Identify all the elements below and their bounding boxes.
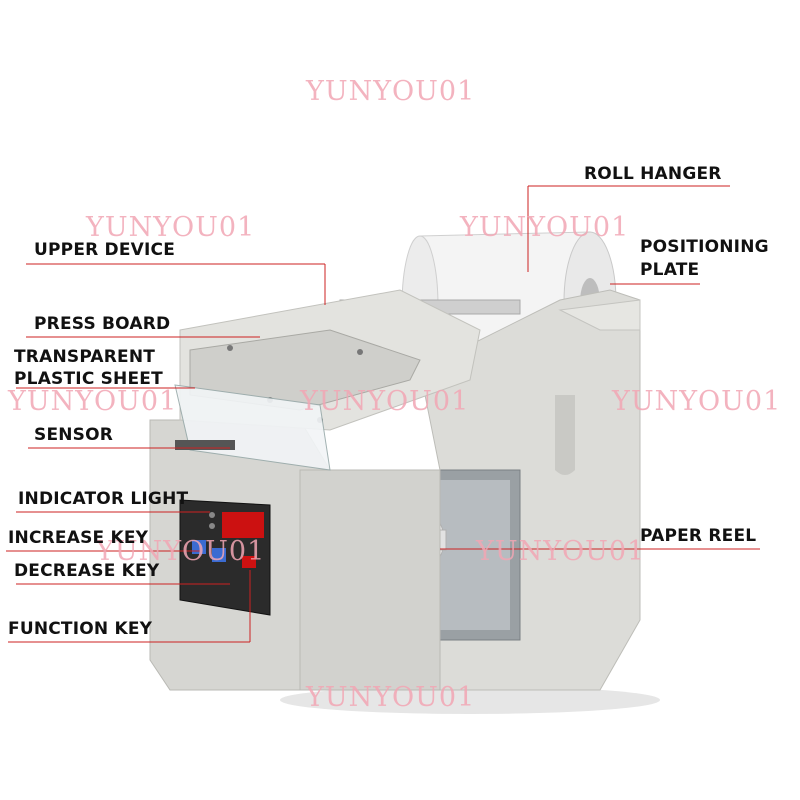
label-decrease-key: DECREASE KEY xyxy=(14,561,160,581)
label-positioning-plate-line2: PLATE xyxy=(640,260,700,280)
watermark: YUNYOU01 xyxy=(460,212,630,243)
positioning-plate xyxy=(558,299,641,331)
label-indicator-light: INDICATOR LIGHT xyxy=(18,489,189,509)
label-paper-reel: PAPER REEL xyxy=(640,526,757,546)
lower-body xyxy=(299,469,441,691)
label-positioning-plate-line1: POSITIONING xyxy=(640,237,769,257)
led-display xyxy=(222,512,264,538)
label-sensor: SENSOR xyxy=(34,425,114,445)
leader-lines xyxy=(6,185,760,643)
label-roll-hanger: ROLL HANGER xyxy=(584,164,722,184)
label-function-key: FUNCTION KEY xyxy=(8,619,153,639)
watermark: YUNYOU01 xyxy=(306,682,476,713)
function-key xyxy=(242,556,256,568)
watermark: YUNYOU01 xyxy=(8,386,178,417)
watermark: YUNYOU01 xyxy=(86,212,256,243)
wall-slot xyxy=(555,395,575,475)
watermark: YUNYOU01 xyxy=(96,536,266,567)
decrease-key xyxy=(212,548,226,562)
watermark: YUNYOU01 xyxy=(306,76,476,107)
watermark: YUNYOU01 xyxy=(300,386,470,417)
label-increase-key: INCREASE KEY xyxy=(8,528,149,548)
label-press-board: PRESS BOARD xyxy=(34,314,171,334)
label-upper-device: UPPER DEVICE xyxy=(34,240,176,260)
machine-shadow xyxy=(280,686,660,714)
label-transparent-line1: TRANSPARENT xyxy=(14,347,156,367)
sensor-slot xyxy=(175,440,235,450)
indicator-light xyxy=(209,512,215,518)
watermark: YUNYOU01 xyxy=(476,536,646,567)
watermark: YUNYOU01 xyxy=(612,386,782,417)
label-transparent-line2: PLASTIC SHEET xyxy=(14,369,163,389)
